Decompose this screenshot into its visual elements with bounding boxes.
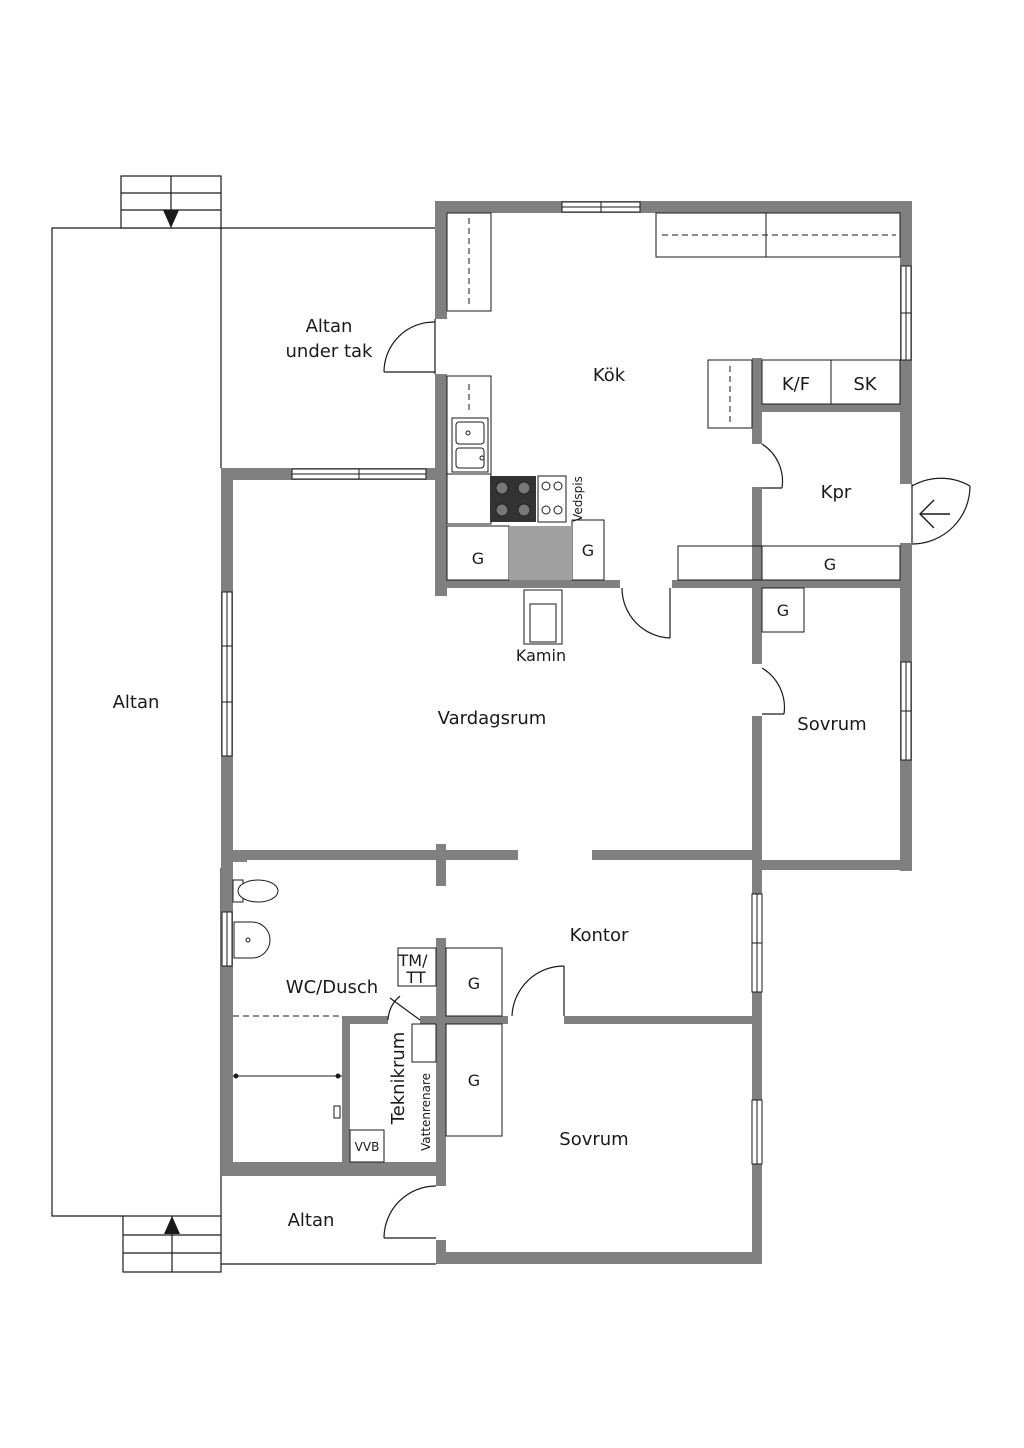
vardagsrum-label: Vardagsrum: [438, 708, 547, 729]
g-sovrum-label: G: [777, 601, 789, 620]
kamin-label: Kamin: [516, 646, 566, 665]
sk-label: SK: [853, 374, 877, 395]
doors: [383, 319, 971, 1239]
stove: [490, 476, 536, 522]
kontor-label: Kontor: [570, 925, 629, 946]
stairs-up-arrow-icon: [164, 1216, 180, 1234]
wc-dusch-label: WC/Dusch: [286, 977, 378, 998]
tm-tt-label: TM/: [398, 951, 429, 970]
kpr-label: Kpr: [821, 482, 852, 503]
room-labels: Altan under tak Kök K/F SK Kpr G G G G V…: [113, 316, 878, 1231]
vattenrenare-label: Vattenrenare: [419, 1073, 433, 1151]
altan-deck-outline: [51, 227, 436, 1265]
g-kontor-label: G: [468, 974, 480, 993]
entrance-arrow-icon: [919, 499, 950, 529]
stove-burners: [495, 481, 531, 517]
vvb-label: VVB: [355, 1140, 380, 1154]
tm-tt-label-2: TT: [405, 968, 425, 987]
altan-under-tak-label-2: under tak: [286, 341, 374, 362]
kok-label: Kök: [593, 365, 626, 386]
altan-bottom-label: Altan: [288, 1210, 335, 1231]
kf-label: K/F: [782, 374, 810, 395]
g-bedroom-label: G: [468, 1071, 480, 1090]
altan-under-tak-label: Altan: [306, 316, 353, 337]
teknikrum-label: Teknikrum: [388, 1032, 409, 1126]
vedspis-label: Vedspis: [571, 476, 585, 522]
altan-left-label: Altan: [113, 692, 160, 713]
wc-fixtures: [232, 879, 503, 1163]
sovrum-bottom-label: Sovrum: [559, 1129, 628, 1150]
stairs-down-arrow-icon: [163, 210, 179, 228]
g-kok-left-label: G: [472, 549, 484, 568]
chimney-block: [509, 526, 572, 580]
sovrum-right-label: Sovrum: [797, 714, 866, 735]
g-kok-right-label: G: [582, 541, 594, 560]
windows: [221, 201, 912, 1165]
g-hall-label: G: [824, 555, 836, 574]
